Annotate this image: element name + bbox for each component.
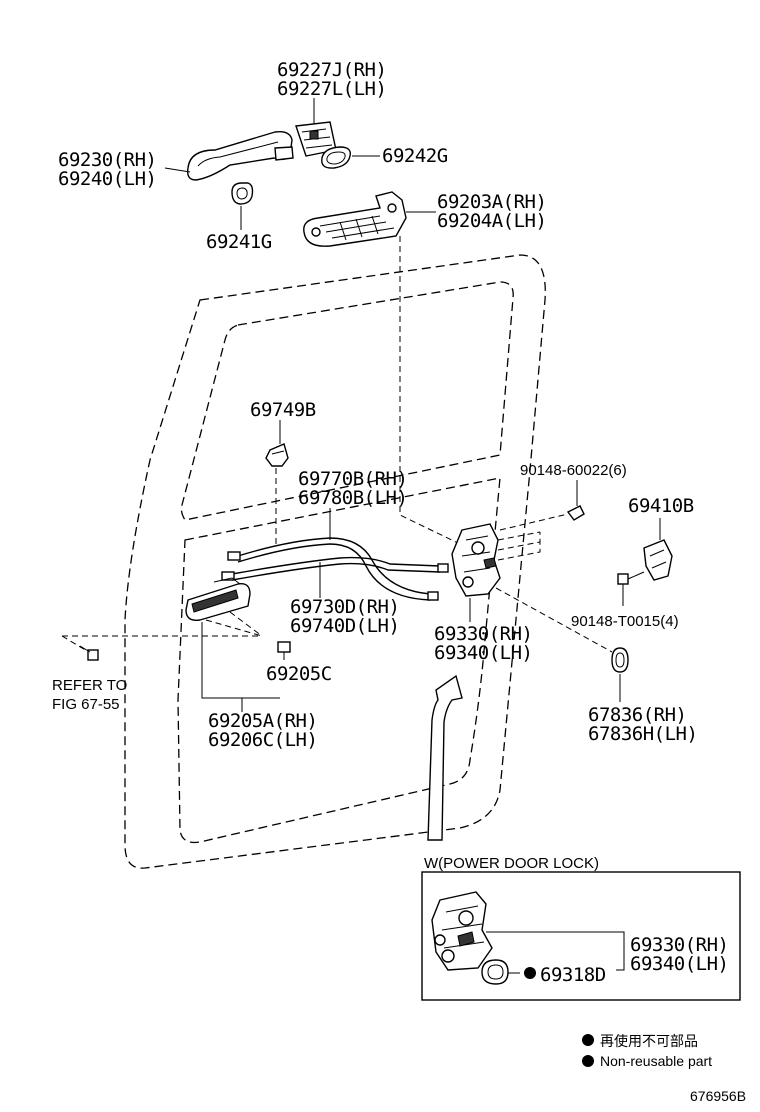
- label-p1-b: 69227L(LH): [277, 78, 386, 100]
- svg-text:69205A(RH)69206C(LH): 69205A(RH)69206C(LH): [208, 710, 317, 751]
- inset-label-a2: 69340(LH): [630, 953, 728, 975]
- label-p10-a: 69730D(RH): [290, 596, 399, 618]
- svg-text:69730D(RH)69740D(LH): 69730D(RH)69740D(LH): [290, 596, 399, 637]
- label-p4: 69241G: [206, 231, 272, 253]
- label-p8: 90148-60022(6): [520, 462, 627, 479]
- label-p3: 69242G: [382, 145, 448, 167]
- inside-handle: [185, 577, 251, 621]
- screw-t0015: [617, 571, 645, 606]
- outside-handle: [186, 130, 294, 181]
- striker: [643, 539, 673, 581]
- svg-text:69770B(RH)69780B(LH): 69770B(RH)69780B(LH): [298, 468, 407, 509]
- label-p6: 69749B: [250, 399, 316, 421]
- label-p15-a: 69205A(RH): [208, 710, 317, 732]
- handle-frame: [303, 191, 407, 247]
- legend: 再使用不可部品 Non-reusable part: [582, 1033, 712, 1069]
- label-p5-a: 69203A(RH): [437, 191, 546, 213]
- svg-text:69203A(RH)69204A(LH): 69203A(RH)69204A(LH): [437, 191, 546, 232]
- direction-arrow: [427, 674, 463, 841]
- label-p1-a: 69227J(RH): [277, 59, 386, 81]
- label-p12: 90148-T0015(4): [571, 613, 679, 630]
- handle-cover: [295, 121, 337, 157]
- svg-text:69230(RH)69240(LH): 69230(RH)69240(LH): [58, 149, 156, 190]
- part-labels: 69227J(RH)69227L(LH) 69230(RH)69240(LH) …: [52, 59, 729, 986]
- figure-code: 676956B: [690, 1088, 746, 1104]
- screw-69205c: [277, 641, 291, 660]
- label-p16-b: 67836H(LH): [588, 723, 697, 745]
- legend-en: Non-reusable part: [600, 1053, 712, 1069]
- svg-text:69330(RH)69340(LH): 69330(RH)69340(LH): [434, 623, 532, 664]
- legend-dot-icon: [582, 1034, 594, 1046]
- label-p7-a: 69770B(RH): [298, 468, 407, 490]
- label-p14-b: FIG 67-55: [52, 696, 120, 713]
- label-p10-b: 69740D(LH): [290, 615, 399, 637]
- door-lock-assembly: [451, 523, 501, 597]
- cushion: [611, 647, 629, 673]
- door-outline: [124, 254, 546, 869]
- svg-text:69227J(RH)69227L(LH): 69227J(RH)69227L(LH): [277, 59, 386, 100]
- label-p2-b: 69240(LH): [58, 168, 156, 190]
- cable-clip: [265, 443, 289, 467]
- legend-jp: 再使用不可部品: [600, 1033, 698, 1049]
- label-p9: 69410B: [628, 495, 694, 517]
- legend-dot-icon-2: [582, 1055, 594, 1067]
- label-p15-b: 69206C(LH): [208, 729, 317, 751]
- inset-label-a1: 69330(RH): [630, 934, 728, 956]
- svg-text:67836(RH)67836H(LH): 67836(RH)67836H(LH): [588, 704, 697, 745]
- inset-label-b: 69318D: [540, 964, 606, 986]
- label-p2-a: 69230(RH): [58, 149, 156, 171]
- bolt-60022: [566, 480, 585, 521]
- label-p16-a: 67836(RH): [588, 704, 686, 726]
- label-p11-a: 69330(RH): [434, 623, 532, 645]
- small-pad: [231, 182, 254, 205]
- label-p13: 69205C: [266, 663, 332, 685]
- label-p7-b: 69780B(LH): [298, 487, 407, 509]
- inset-power-door-lock: [421, 871, 741, 1001]
- inset-title: W(POWER DOOR LOCK): [424, 855, 599, 872]
- handle-pad: [321, 146, 351, 169]
- label-p11-b: 69340(LH): [434, 642, 532, 664]
- label-p14-a: REFER TO: [52, 677, 127, 694]
- refer-screw: [61, 635, 262, 661]
- svg-text:69330(RH)69340(LH): 69330(RH)69340(LH): [630, 934, 728, 975]
- control-cables: [221, 537, 449, 601]
- non-reusable-mark-icon: [524, 967, 536, 979]
- label-p5-b: 69204A(LH): [437, 210, 546, 232]
